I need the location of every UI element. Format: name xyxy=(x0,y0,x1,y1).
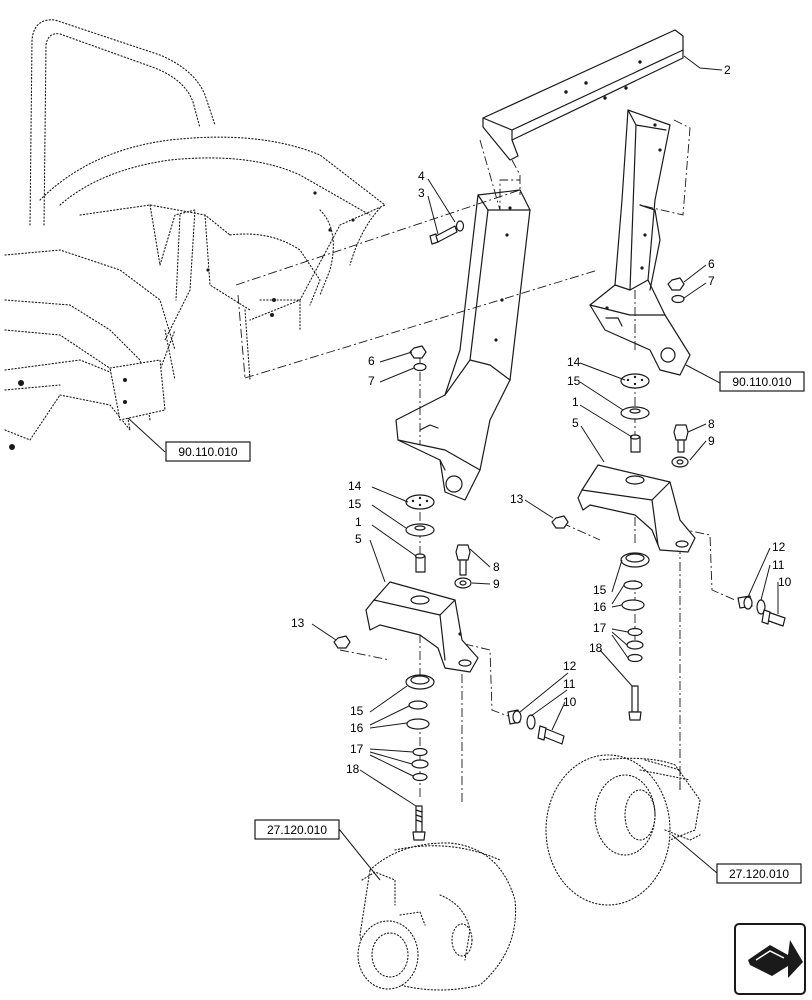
callout-7: 7 xyxy=(368,374,375,388)
callout-12: 12 xyxy=(772,540,786,554)
callout-15: 15 xyxy=(348,497,362,511)
callout-8: 8 xyxy=(493,560,500,574)
callout-3: 3 xyxy=(418,186,425,200)
callout-13: 13 xyxy=(291,616,305,630)
top-crossbar xyxy=(482,29,684,161)
callout-1: 1 xyxy=(355,515,362,529)
callout-17: 17 xyxy=(593,621,607,635)
callout-5: 5 xyxy=(572,416,579,430)
callout-2: 2 xyxy=(724,63,731,77)
callout-6: 6 xyxy=(708,257,715,271)
left-upright xyxy=(395,189,531,501)
reference-label: 90.110.010 xyxy=(178,445,237,459)
reference-link-axle-right[interactable]: 27.120.010 xyxy=(671,834,802,884)
reference-link-left[interactable]: 90.110.010 xyxy=(127,417,251,462)
callout-6: 6 xyxy=(368,354,375,368)
callout-10: 10 xyxy=(778,575,792,589)
callout-18: 18 xyxy=(346,762,360,776)
right-upright xyxy=(589,109,691,376)
callout-16: 16 xyxy=(593,600,607,614)
top-bolt xyxy=(429,220,465,245)
callout-16: 16 xyxy=(350,721,364,735)
callout-9: 9 xyxy=(493,577,500,591)
callout-15: 15 xyxy=(350,704,364,718)
next-page-arrow-icon[interactable] xyxy=(734,923,806,995)
callout-5: 5 xyxy=(355,532,362,546)
reference-link-right[interactable]: 90.110.010 xyxy=(685,364,805,392)
reference-label: 27.120.010 xyxy=(729,867,789,881)
tractor-body-outline xyxy=(4,19,387,450)
callout-7: 7 xyxy=(708,274,715,288)
reference-label: 27.120.010 xyxy=(267,823,327,837)
leader-lines xyxy=(311,55,779,807)
left-mount-stack xyxy=(333,494,479,841)
top-left-nut xyxy=(409,345,427,372)
callout-18: 18 xyxy=(589,641,603,655)
callout-15: 15 xyxy=(567,374,581,388)
axle-housing-right xyxy=(545,754,701,906)
callout-11: 11 xyxy=(563,677,576,691)
callout-17: 17 xyxy=(350,742,364,756)
axle-housing-left xyxy=(357,842,517,991)
reference-label: 90.110.010 xyxy=(732,375,791,389)
callout-9: 9 xyxy=(708,434,715,448)
callout-12: 12 xyxy=(563,659,577,673)
callout-13: 13 xyxy=(510,492,524,506)
reference-link-axle-left[interactable]: 27.120.010 xyxy=(254,819,381,881)
callout-11: 11 xyxy=(772,558,785,572)
callout-10: 10 xyxy=(563,695,577,709)
callout-4: 4 xyxy=(418,169,425,183)
right-mount-stack xyxy=(551,277,786,721)
callout-14: 14 xyxy=(348,479,362,493)
callout-numbers: 2 4 3 6 7 6 7 14 15 1 5 8 9 13 14 15 1 5… xyxy=(291,63,792,776)
callout-1: 1 xyxy=(572,395,579,409)
callout-8: 8 xyxy=(708,417,715,431)
left-side-bolt-set xyxy=(507,709,565,745)
callout-14: 14 xyxy=(567,355,581,369)
callout-15: 15 xyxy=(593,583,607,597)
